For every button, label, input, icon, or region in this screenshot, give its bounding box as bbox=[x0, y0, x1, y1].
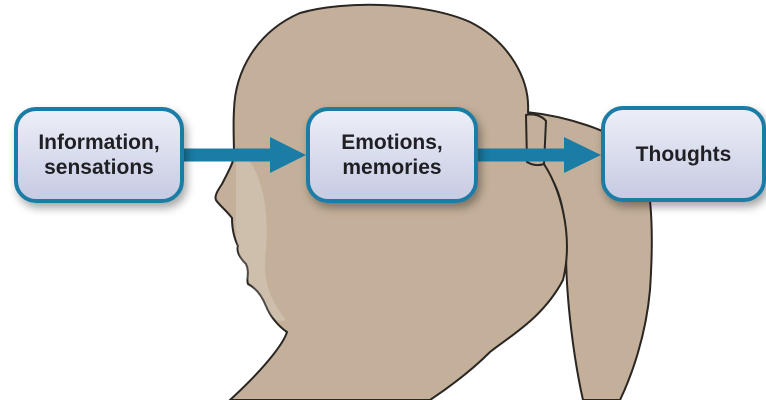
node-thoughts: Thoughts bbox=[601, 106, 766, 202]
node-information-label: Information, sensations bbox=[38, 130, 159, 180]
node-emotions-memories: Emotions, memories bbox=[306, 107, 478, 203]
node-thoughts-label: Thoughts bbox=[636, 142, 732, 167]
node-information-sensations: Information, sensations bbox=[14, 107, 184, 203]
node-emotions-label: Emotions, memories bbox=[341, 130, 443, 180]
